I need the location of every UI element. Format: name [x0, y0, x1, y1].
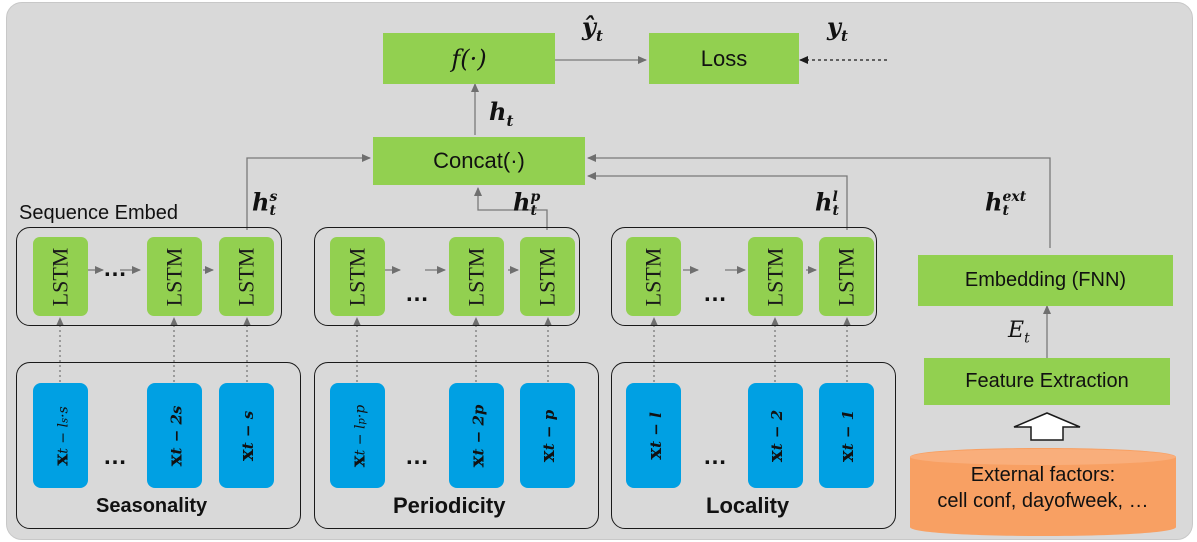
hollow-up-arrow: [1013, 412, 1081, 441]
lstm-ellipsis: …: [103, 255, 128, 282]
lstm-block: LSTM: [219, 237, 274, 316]
lstm-block: LSTM: [330, 237, 385, 316]
locality-lstm-group: [611, 227, 877, 326]
input-block: xt − s: [219, 383, 274, 488]
sequence-embed-label: Sequence Embed: [19, 202, 179, 224]
input-block: xt − p: [520, 383, 575, 488]
periodicity-input-group: [314, 362, 599, 529]
external-factors-cylinder: [910, 448, 1176, 536]
concat-box: Concat(·): [373, 137, 585, 185]
periodicity-title: Periodicity: [393, 493, 506, 518]
external-factors-line2: cell conf, dayofweek, …: [937, 490, 1149, 512]
arrow-hl-to-concat: [587, 172, 848, 230]
periodicity-lstm-group: [314, 227, 580, 326]
external-factors-line1: External factors:: [970, 464, 1116, 486]
seasonality-input-group: [16, 362, 301, 529]
input-ellipsis: …: [703, 443, 728, 470]
input-block: xt − lp·p: [330, 383, 385, 488]
input-block: xt − 1: [819, 383, 874, 488]
locality-title: Locality: [706, 493, 790, 518]
input-ellipsis: …: [103, 443, 128, 470]
lstm-ellipsis: …: [703, 280, 728, 307]
lstm-ellipsis: …: [405, 280, 430, 307]
seasonality-title: Seasonality: [96, 495, 208, 517]
input-ellipsis: …: [405, 443, 430, 470]
lstm-block: LSTM: [819, 237, 874, 316]
feature-extraction-box: Feature Extraction: [924, 358, 1170, 405]
ht-label: ht: [489, 97, 514, 130]
seasonality-lstm-group: [16, 227, 282, 326]
feature-extraction-label: Feature Extraction: [965, 370, 1129, 392]
locality-input-group: [611, 362, 896, 529]
lstm-block: LSTM: [748, 237, 803, 316]
et-label: Et: [1008, 318, 1030, 347]
f-box: f(·): [383, 33, 555, 84]
concat-label: Concat(·): [433, 148, 525, 173]
lstm-block: LSTM: [520, 237, 575, 316]
embedding-label: Embedding (FNN): [964, 269, 1127, 291]
input-block: xt − ls·s: [33, 383, 88, 488]
lstm-block: LSTM: [147, 237, 202, 316]
f-label: f(·): [451, 44, 487, 73]
external-factors-text: External factors: cell conf, dayofweek, …: [906, 462, 1180, 514]
arrow-hp-to-concat: [474, 187, 548, 230]
y-label: yt: [827, 12, 848, 45]
embedding-box: Embedding (FNN): [918, 255, 1173, 306]
lstm-block: LSTM: [626, 237, 681, 316]
lstm-block: LSTM: [449, 237, 504, 316]
loss-box: Loss: [649, 33, 799, 84]
input-block: xt − 2: [748, 383, 803, 488]
arrow-hext-to-concat: [587, 154, 1051, 248]
input-block: xt − 2p: [449, 383, 504, 488]
loss-label: Loss: [700, 45, 748, 71]
input-block: xt − 2s: [147, 383, 202, 488]
input-block: xt − l: [626, 383, 681, 488]
lstm-block: LSTM: [33, 237, 88, 316]
arrow-hs-to-concat: [246, 154, 371, 230]
yhat-label: ŷt: [582, 12, 603, 45]
